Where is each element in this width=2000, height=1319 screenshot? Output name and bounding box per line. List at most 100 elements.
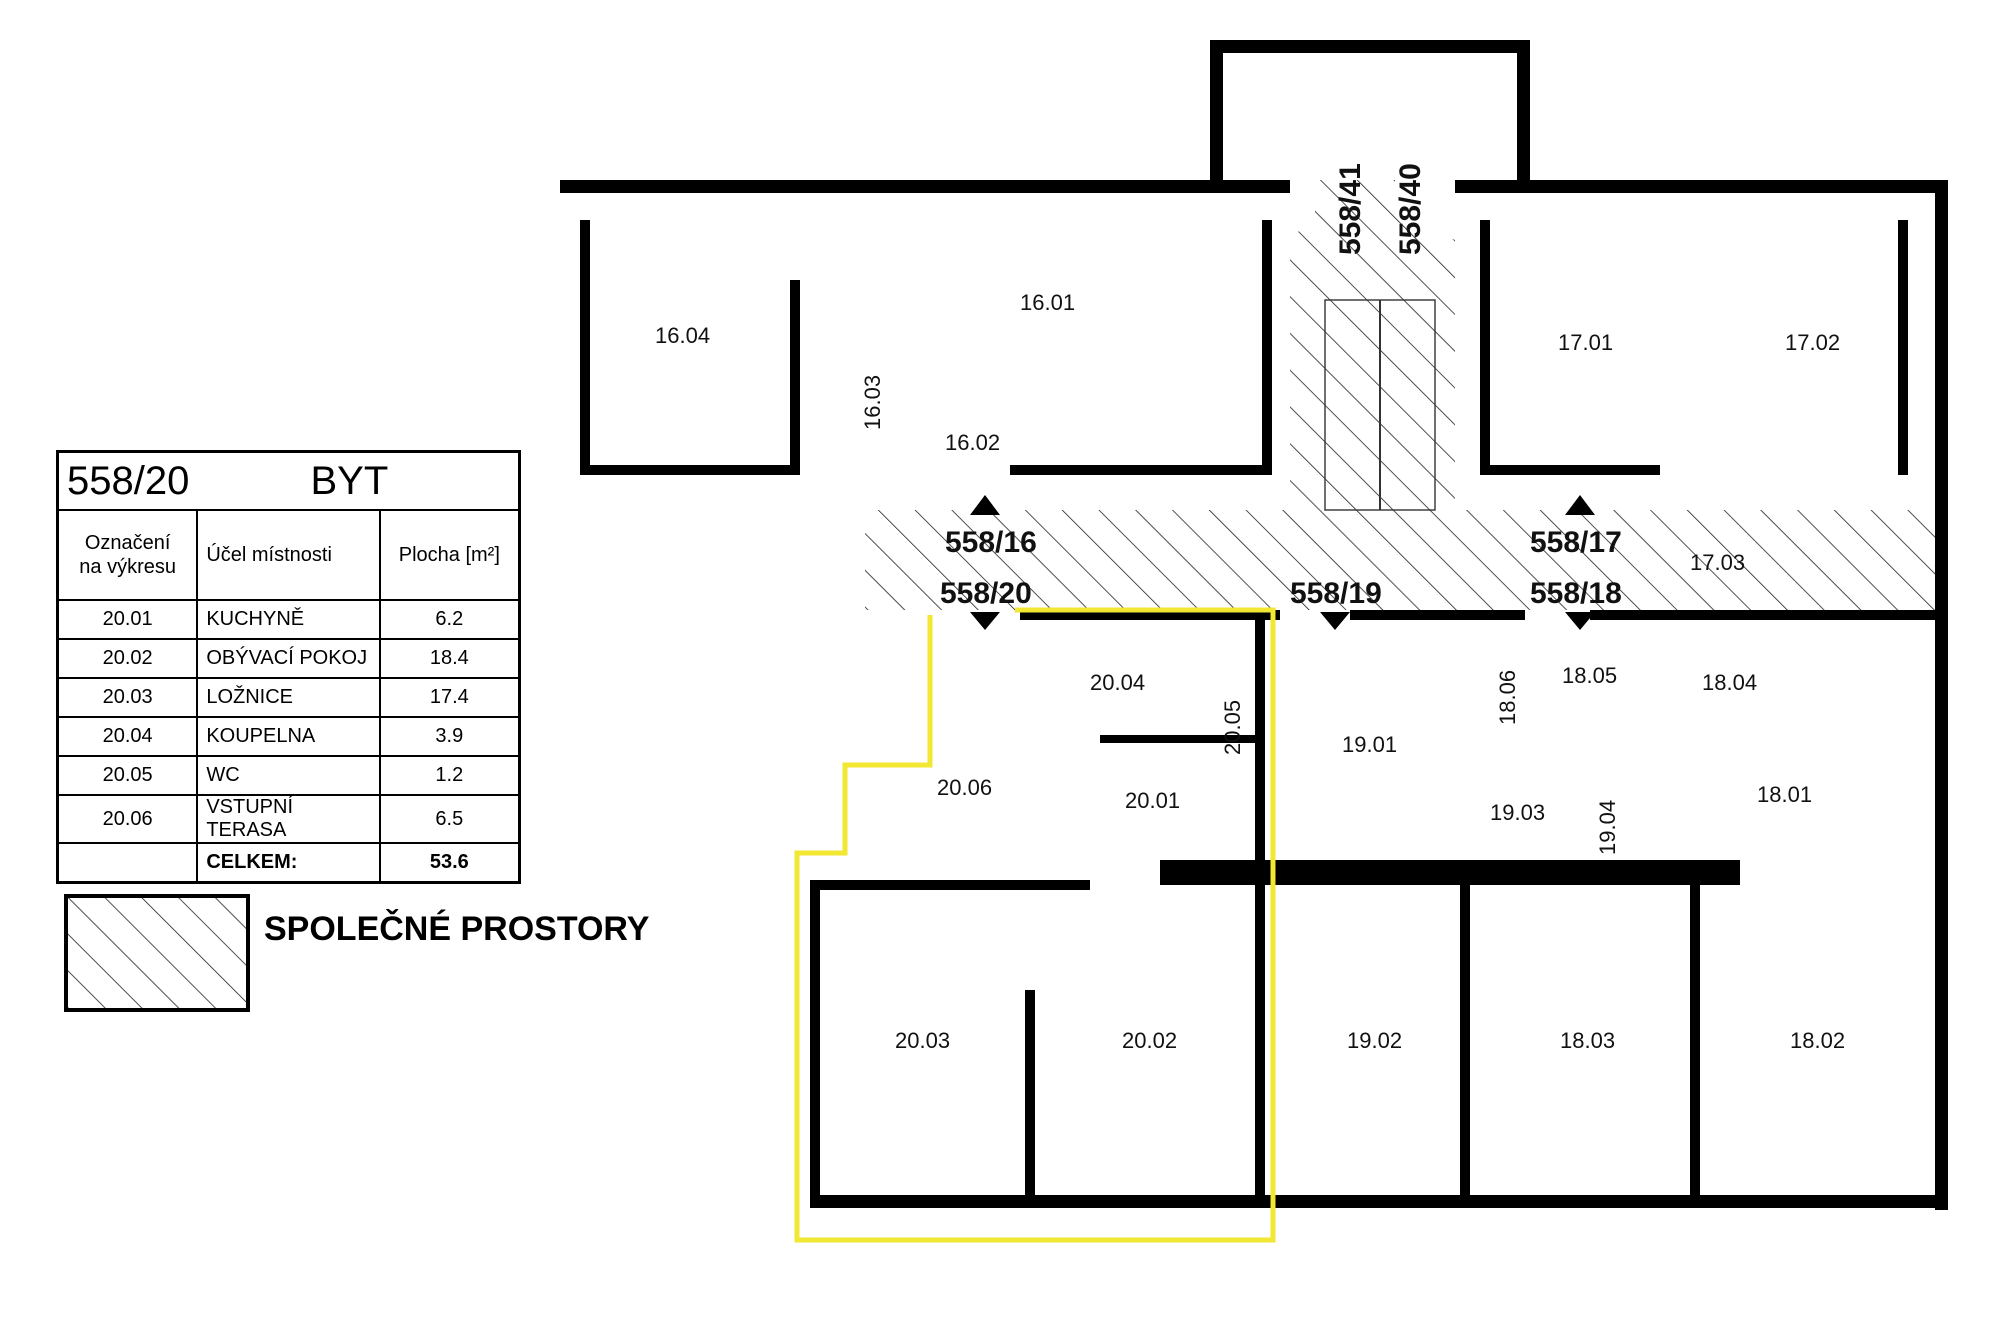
wall-20-04-south	[1100, 735, 1260, 743]
room-16-04: 16.04	[655, 323, 710, 348]
header-id: Označení na výkresu	[56, 509, 199, 601]
row-area: 18.4	[378, 638, 521, 679]
south-wall	[810, 1195, 1948, 1208]
wall-20-03-02-divider	[1025, 990, 1035, 1205]
room-19-02: 19.02	[1347, 1028, 1402, 1053]
corridor-south-wall-c	[1590, 610, 1935, 620]
door-558-16: 558/16	[945, 526, 1037, 559]
row-id: 20.01	[56, 599, 199, 640]
table-row: 20.03 LOŽNICE 17.4	[56, 677, 521, 718]
wall-19-18-corridor	[1160, 860, 1740, 885]
legend-hatch-swatch	[64, 894, 250, 1012]
arrow-558-20-icon	[970, 612, 1000, 630]
room-18-01: 18.01	[1757, 782, 1812, 807]
unit-number: 558/20	[67, 458, 190, 503]
row-id: 20.02	[56, 638, 199, 679]
tower-wall-right	[1517, 40, 1530, 190]
row-id: 20.03	[56, 677, 199, 718]
room-20-03: 20.03	[895, 1028, 950, 1053]
total-empty-cell	[56, 842, 199, 884]
row-area: 3.9	[378, 716, 521, 757]
arrow-558-18-icon	[1565, 612, 1595, 630]
table-title-cell: 558/20 BYT	[56, 450, 521, 511]
corridor-south-wall-a	[1020, 610, 1280, 620]
wall-20-east	[1255, 620, 1265, 1205]
room-area-table: 558/20 BYT Označení na výkresu Účel míst…	[56, 450, 521, 884]
door-558-20: 558/20	[940, 577, 1032, 610]
room-17-01: 17.01	[1558, 330, 1613, 355]
header-purpose: Účel místnosti	[196, 509, 381, 601]
row-id: 20.05	[56, 755, 199, 796]
table-row: 20.02 OBÝVACÍ POKOJ 18.4	[56, 638, 521, 679]
row-id: 20.06	[56, 794, 199, 844]
door-558-18: 558/18	[1530, 577, 1622, 610]
room-16-02: 16.02	[945, 430, 1000, 455]
tower-wall-left	[1210, 40, 1223, 190]
wall-16-01-east	[1262, 220, 1272, 475]
room-17-03: 17.03	[1690, 550, 1745, 575]
header-area: Plocha [m²]	[378, 509, 521, 601]
room-20-02: 20.02	[1122, 1028, 1177, 1053]
room-18-02: 18.02	[1790, 1028, 1845, 1053]
corridor-hatch	[865, 510, 1945, 610]
table-total-row: CELKEM: 53.6	[56, 842, 521, 884]
tower-wall-top	[1210, 40, 1530, 53]
staircase-hatch	[1290, 180, 1455, 510]
room-18-04: 18.04	[1702, 670, 1757, 695]
wall-16-01-south	[1010, 465, 1272, 475]
wall-17-east	[1898, 220, 1908, 475]
wall-17-south	[1480, 465, 1660, 475]
room-17-02: 17.02	[1785, 330, 1840, 355]
east-wall	[1935, 180, 1948, 1210]
room-19-03: 19.03	[1490, 800, 1545, 825]
table-title-row: 558/20 BYT	[56, 450, 521, 511]
room-16-03: 16.03	[860, 375, 885, 430]
wall-20-west	[810, 880, 820, 1205]
arrow-558-17-icon	[1565, 495, 1595, 515]
row-area: 6.2	[378, 599, 521, 640]
door-558-19: 558/19	[1290, 577, 1382, 610]
row-area: 17.4	[378, 677, 521, 718]
total-label: CELKEM:	[196, 842, 381, 884]
row-name: KOUPELNA	[196, 716, 381, 757]
door-markers: 558/41 558/40 558/16 558/20 558/19 558/1…	[940, 163, 1622, 630]
wall-20-north-inner	[810, 880, 1090, 890]
north-wall-left	[560, 180, 1290, 193]
room-20-06: 20.06	[937, 775, 992, 800]
room-18-05: 18.05	[1562, 663, 1617, 688]
total-value: 53.6	[378, 842, 521, 884]
arrow-558-16-icon	[970, 495, 1000, 515]
room-20-05: 20.05	[1220, 700, 1245, 755]
row-area: 6.5	[378, 794, 521, 844]
walls	[560, 40, 1948, 1210]
room-19-04: 19.04	[1595, 800, 1620, 855]
door-558-41: 558/41	[1334, 163, 1367, 255]
row-name: WC	[196, 755, 381, 796]
wall-19-divider	[1460, 880, 1470, 1205]
table-header-row: Označení na výkresu Účel místnosti Ploch…	[56, 509, 521, 601]
table-row: 20.04 KOUPELNA 3.9	[56, 716, 521, 757]
door-558-17: 558/17	[1530, 526, 1622, 559]
room-19-01: 19.01	[1342, 732, 1397, 757]
unit-type: BYT	[310, 458, 389, 503]
table-row: 20.06 VSTUPNÍ TERASA 6.5	[56, 794, 521, 844]
row-name: KUCHYNĚ	[196, 599, 381, 640]
room-16-01: 16.01	[1020, 290, 1075, 315]
north-wall-right	[1455, 180, 1945, 193]
legend-label: SPOLEČNÉ PROSTORY	[264, 910, 650, 948]
row-name: OBÝVACÍ POKOJ	[196, 638, 381, 679]
room-18-06: 18.06	[1495, 670, 1520, 725]
door-558-40: 558/40	[1394, 163, 1427, 255]
room-20-01: 20.01	[1125, 788, 1180, 813]
row-name: LOŽNICE	[196, 677, 381, 718]
north-west-block-south	[580, 465, 790, 475]
room-labels: 16.04 16.01 16.03 16.02 17.01 17.02 17.0…	[655, 290, 1845, 1053]
room-18-03: 18.03	[1560, 1028, 1615, 1053]
wall-18-divider	[1690, 880, 1700, 1205]
arrow-558-19-icon	[1320, 612, 1350, 630]
corridor-south-wall-b	[1350, 610, 1525, 620]
row-id: 20.04	[56, 716, 199, 757]
unit-highlight-outline	[794, 607, 1276, 1243]
wall-17-west	[1480, 220, 1490, 475]
